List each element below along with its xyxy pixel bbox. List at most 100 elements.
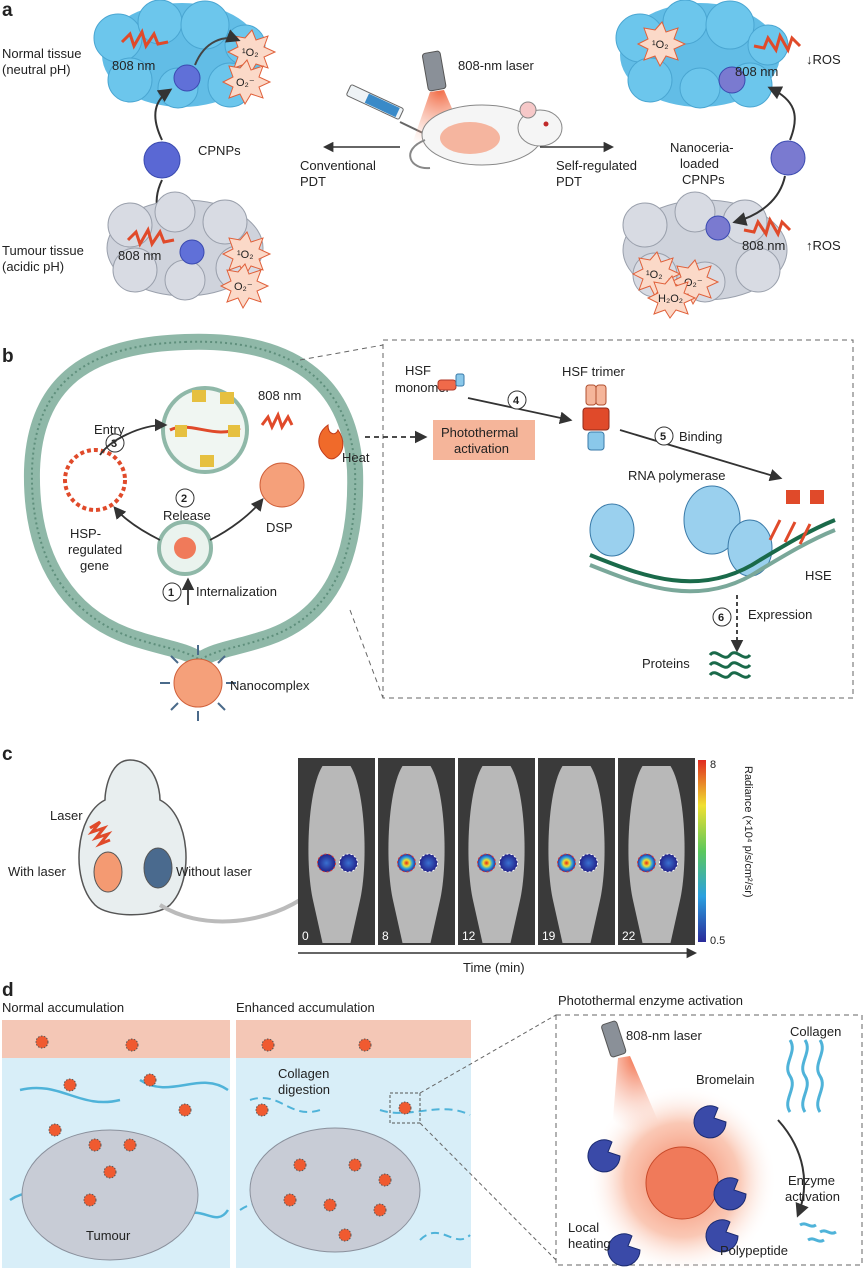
signal-without-laser bbox=[419, 853, 438, 873]
superoxide-a4: O₂⁻ bbox=[684, 277, 703, 289]
time-label: 22 bbox=[622, 929, 636, 943]
nanoparticle bbox=[323, 1198, 337, 1212]
protein-helix bbox=[708, 651, 752, 679]
radiance-label: Radiance (×10⁴ p/s/cm²/sr) bbox=[742, 766, 754, 898]
laser-wave-a4 bbox=[743, 216, 792, 238]
nanoceria-particle bbox=[770, 140, 806, 176]
bromelain-label: Bromelain bbox=[696, 1072, 755, 1087]
collagen-fibres bbox=[786, 1039, 824, 1113]
radiance-scale bbox=[698, 760, 706, 942]
mouse-a bbox=[409, 101, 563, 170]
without-laser-label: Without laser bbox=[176, 864, 253, 879]
local-heating-label-2: heating bbox=[568, 1236, 611, 1251]
expression-label: Expression bbox=[748, 607, 812, 622]
enhanced-accumulation-tissue bbox=[236, 1020, 471, 1268]
bromelain-enzymes bbox=[587, 1105, 747, 1267]
laser-wave-c bbox=[87, 820, 113, 848]
internalization-label: Internalization bbox=[196, 584, 277, 599]
wavelength-a1: 808 nm bbox=[112, 58, 155, 73]
hydrogen-peroxide: H₂O₂ bbox=[658, 293, 683, 305]
entry-label: Entry bbox=[94, 422, 125, 437]
singlet-oxygen-a4: ¹O₂ bbox=[646, 269, 663, 281]
heat-label: Heat bbox=[342, 450, 370, 465]
tumour-tissue-left bbox=[106, 191, 264, 301]
tumour-tissue-label-2: (acidic pH) bbox=[2, 259, 64, 274]
step-6: 6 bbox=[718, 612, 724, 624]
collagen-digestion-label-1: Collagen bbox=[278, 1066, 329, 1081]
time-label: 8 bbox=[382, 929, 389, 943]
step-1: 1 bbox=[168, 587, 174, 599]
panel-b: b HSP- regulated gene Entry 3 808 nm Hea… bbox=[2, 333, 854, 721]
signal-with-laser bbox=[637, 853, 656, 873]
arrow-right-up bbox=[767, 86, 796, 141]
polypeptide-label: Polypeptide bbox=[720, 1243, 788, 1258]
laser-label-a: 808-nm laser bbox=[458, 58, 535, 73]
nanoparticle bbox=[255, 1103, 269, 1117]
nanoparticle bbox=[63, 1078, 77, 1092]
time-label: 0 bbox=[302, 929, 309, 943]
binding-label: Binding bbox=[679, 429, 722, 444]
superoxide-a1: O₂⁻ bbox=[236, 77, 255, 89]
mouse-silhouette bbox=[388, 766, 445, 943]
wavelength-a2: 808 nm bbox=[118, 248, 161, 263]
panel-d-label: d bbox=[2, 980, 14, 1001]
nanoparticles-d bbox=[35, 1035, 412, 1242]
nanoparticle bbox=[293, 1158, 307, 1172]
enzyme-box-title: Photothermal enzyme activation bbox=[558, 993, 743, 1008]
panel-a: a Normal tissue (neutral pH) 808 nm ¹O₂ … bbox=[2, 0, 841, 319]
collagen-digestion-label-2: digestion bbox=[278, 1082, 330, 1097]
hsf-trimer bbox=[582, 384, 610, 451]
arrow-release-left bbox=[113, 506, 161, 541]
arrow-cpnp-up bbox=[154, 88, 173, 141]
enzyme-box bbox=[555, 1014, 863, 1266]
hsf-monomer bbox=[437, 379, 457, 391]
laser-wave-a2 bbox=[126, 226, 175, 248]
self-regulated-label-2: PDT bbox=[556, 174, 582, 189]
nanoparticle bbox=[373, 1203, 387, 1217]
singlet-oxygen-a2: ¹O₂ bbox=[237, 249, 254, 261]
tumour-tissue-label-1: Tumour tissue bbox=[2, 243, 84, 258]
dsp-label: DSP bbox=[266, 520, 293, 535]
hsf-monomer-label-2: monomer bbox=[395, 380, 451, 395]
with-laser-label: With laser bbox=[8, 864, 66, 879]
nanoceria-label-1: Nanoceria- bbox=[670, 140, 734, 155]
nanoparticle bbox=[103, 1165, 117, 1179]
hsp-gene-label-2: regulated bbox=[68, 542, 122, 557]
hsf-bound bbox=[786, 490, 824, 504]
dna-strand bbox=[589, 518, 836, 584]
release-label: Release bbox=[163, 508, 211, 523]
singlet-oxygen-a3: ¹O₂ bbox=[652, 39, 669, 51]
panel-c-label: c bbox=[2, 744, 13, 765]
time-label: 19 bbox=[542, 929, 556, 943]
signal-with-laser bbox=[397, 853, 416, 873]
zoom-box-small bbox=[389, 1092, 421, 1124]
signal-with-laser bbox=[317, 853, 336, 873]
signal-with-laser bbox=[477, 853, 496, 873]
scale-max: 8 bbox=[710, 759, 716, 771]
wavelength-b: 808 nm bbox=[258, 388, 301, 403]
photothermal-box bbox=[433, 420, 535, 460]
rna-polymerase-label: RNA polymerase bbox=[628, 468, 726, 483]
nanoceria-label-3: CPNPs bbox=[682, 172, 725, 187]
mouse-silhouette bbox=[468, 766, 525, 943]
nanocomplex bbox=[173, 658, 223, 708]
panel-d: d Normal accumulation Enhanced accumulat… bbox=[2, 980, 863, 1268]
laser-device-d bbox=[601, 1020, 662, 1130]
cpnp-particle bbox=[143, 141, 181, 179]
imaging-frame: 19 bbox=[538, 758, 615, 945]
laser-label-c: Laser bbox=[50, 808, 83, 823]
signal-with-laser bbox=[557, 853, 576, 873]
arrow-release-right bbox=[209, 498, 264, 541]
normal-tissue-label-2: (neutral pH) bbox=[2, 62, 71, 77]
nanoparticle bbox=[35, 1035, 49, 1049]
signal-without-laser bbox=[659, 853, 678, 873]
signal-without-laser bbox=[499, 853, 518, 873]
imaging-frame: 22 bbox=[618, 758, 695, 945]
photothermal-label-2: activation bbox=[454, 441, 509, 456]
hsf-trimer-label: HSF trimer bbox=[562, 364, 626, 379]
imaging-frame: 8 bbox=[378, 758, 455, 945]
mouse-silhouette bbox=[548, 766, 605, 943]
nanoparticle bbox=[378, 1173, 392, 1187]
ros-up: ↑ROS bbox=[806, 238, 841, 253]
